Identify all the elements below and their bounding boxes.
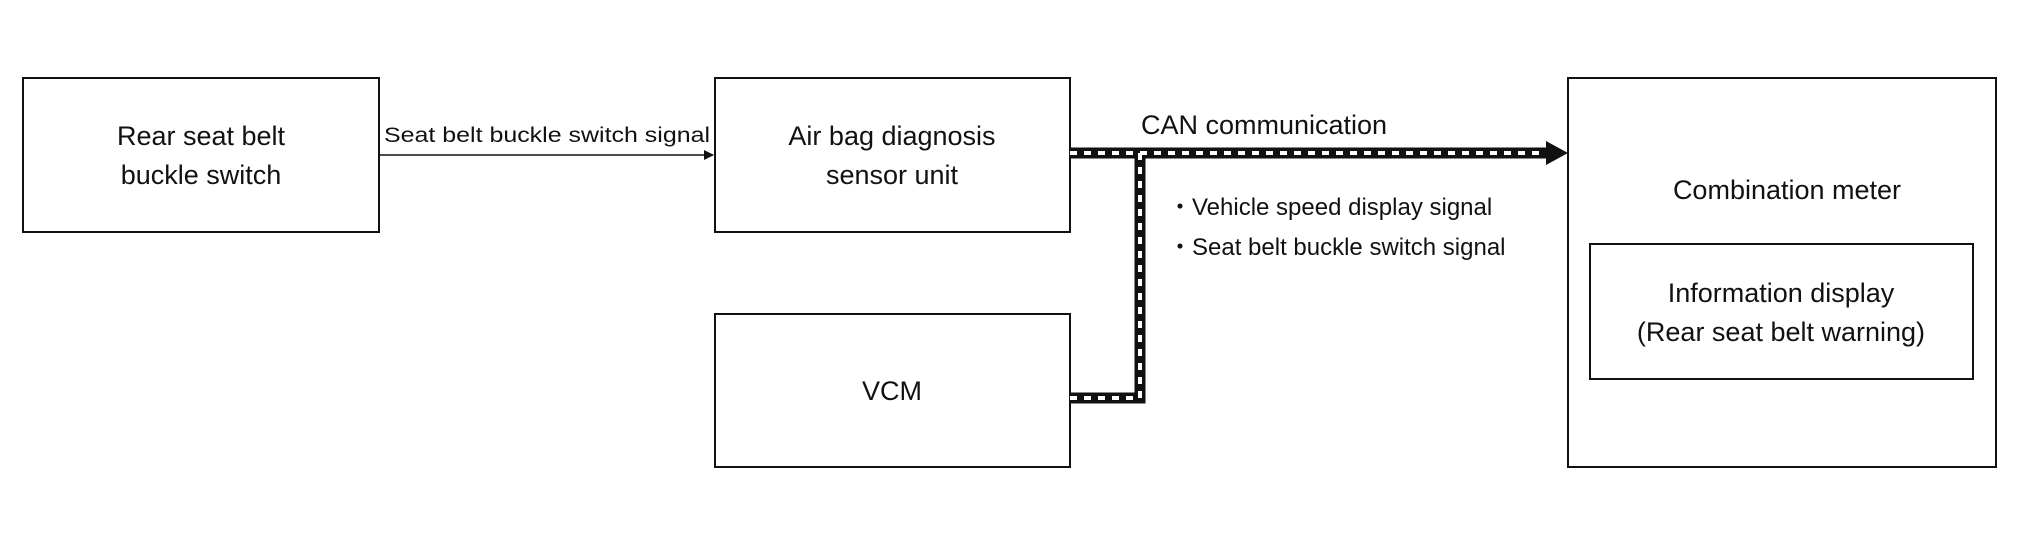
information-display-block: Information display (Rear seat belt warn… [1589,243,1974,380]
combination-meter-block: Combination meter Information display (R… [1567,77,1997,468]
can-signal-item-vehicle-speed: ・Vehicle speed display signal [1168,194,1492,221]
air-bag-diagnosis-sensor-unit-block: Air bag diagnosis sensor unit [714,77,1071,233]
rear-seat-belt-buckle-switch-block: Rear seat belt buckle switch [22,77,380,233]
airbag-unit-label-line2: sensor unit [826,160,959,190]
buckle-switch-signal-label: Seat belt buckle switch signal [384,124,710,147]
can-communication-bus: CAN communication ・Vehicle speed display… [1070,110,1568,404]
can-arrowhead-icon [1546,141,1568,165]
info-display-label-line1: Information display [1668,278,1895,308]
combination-meter-label: Combination meter [1673,175,1901,205]
rear-switch-label-line1: Rear seat belt [117,121,286,151]
vcm-block: VCM [714,313,1071,468]
can-signal-item-seat-belt: ・Seat belt buckle switch signal [1168,234,1506,261]
can-communication-label: CAN communication [1141,110,1387,140]
buckle-switch-signal-wire: Seat belt buckle switch signal [379,124,714,160]
info-display-label-line2: (Rear seat belt warning) [1637,317,1925,347]
rear-switch-label-line2: buckle switch [121,160,282,190]
vcm-label: VCM [862,376,922,406]
airbag-unit-label-line1: Air bag diagnosis [788,121,995,151]
